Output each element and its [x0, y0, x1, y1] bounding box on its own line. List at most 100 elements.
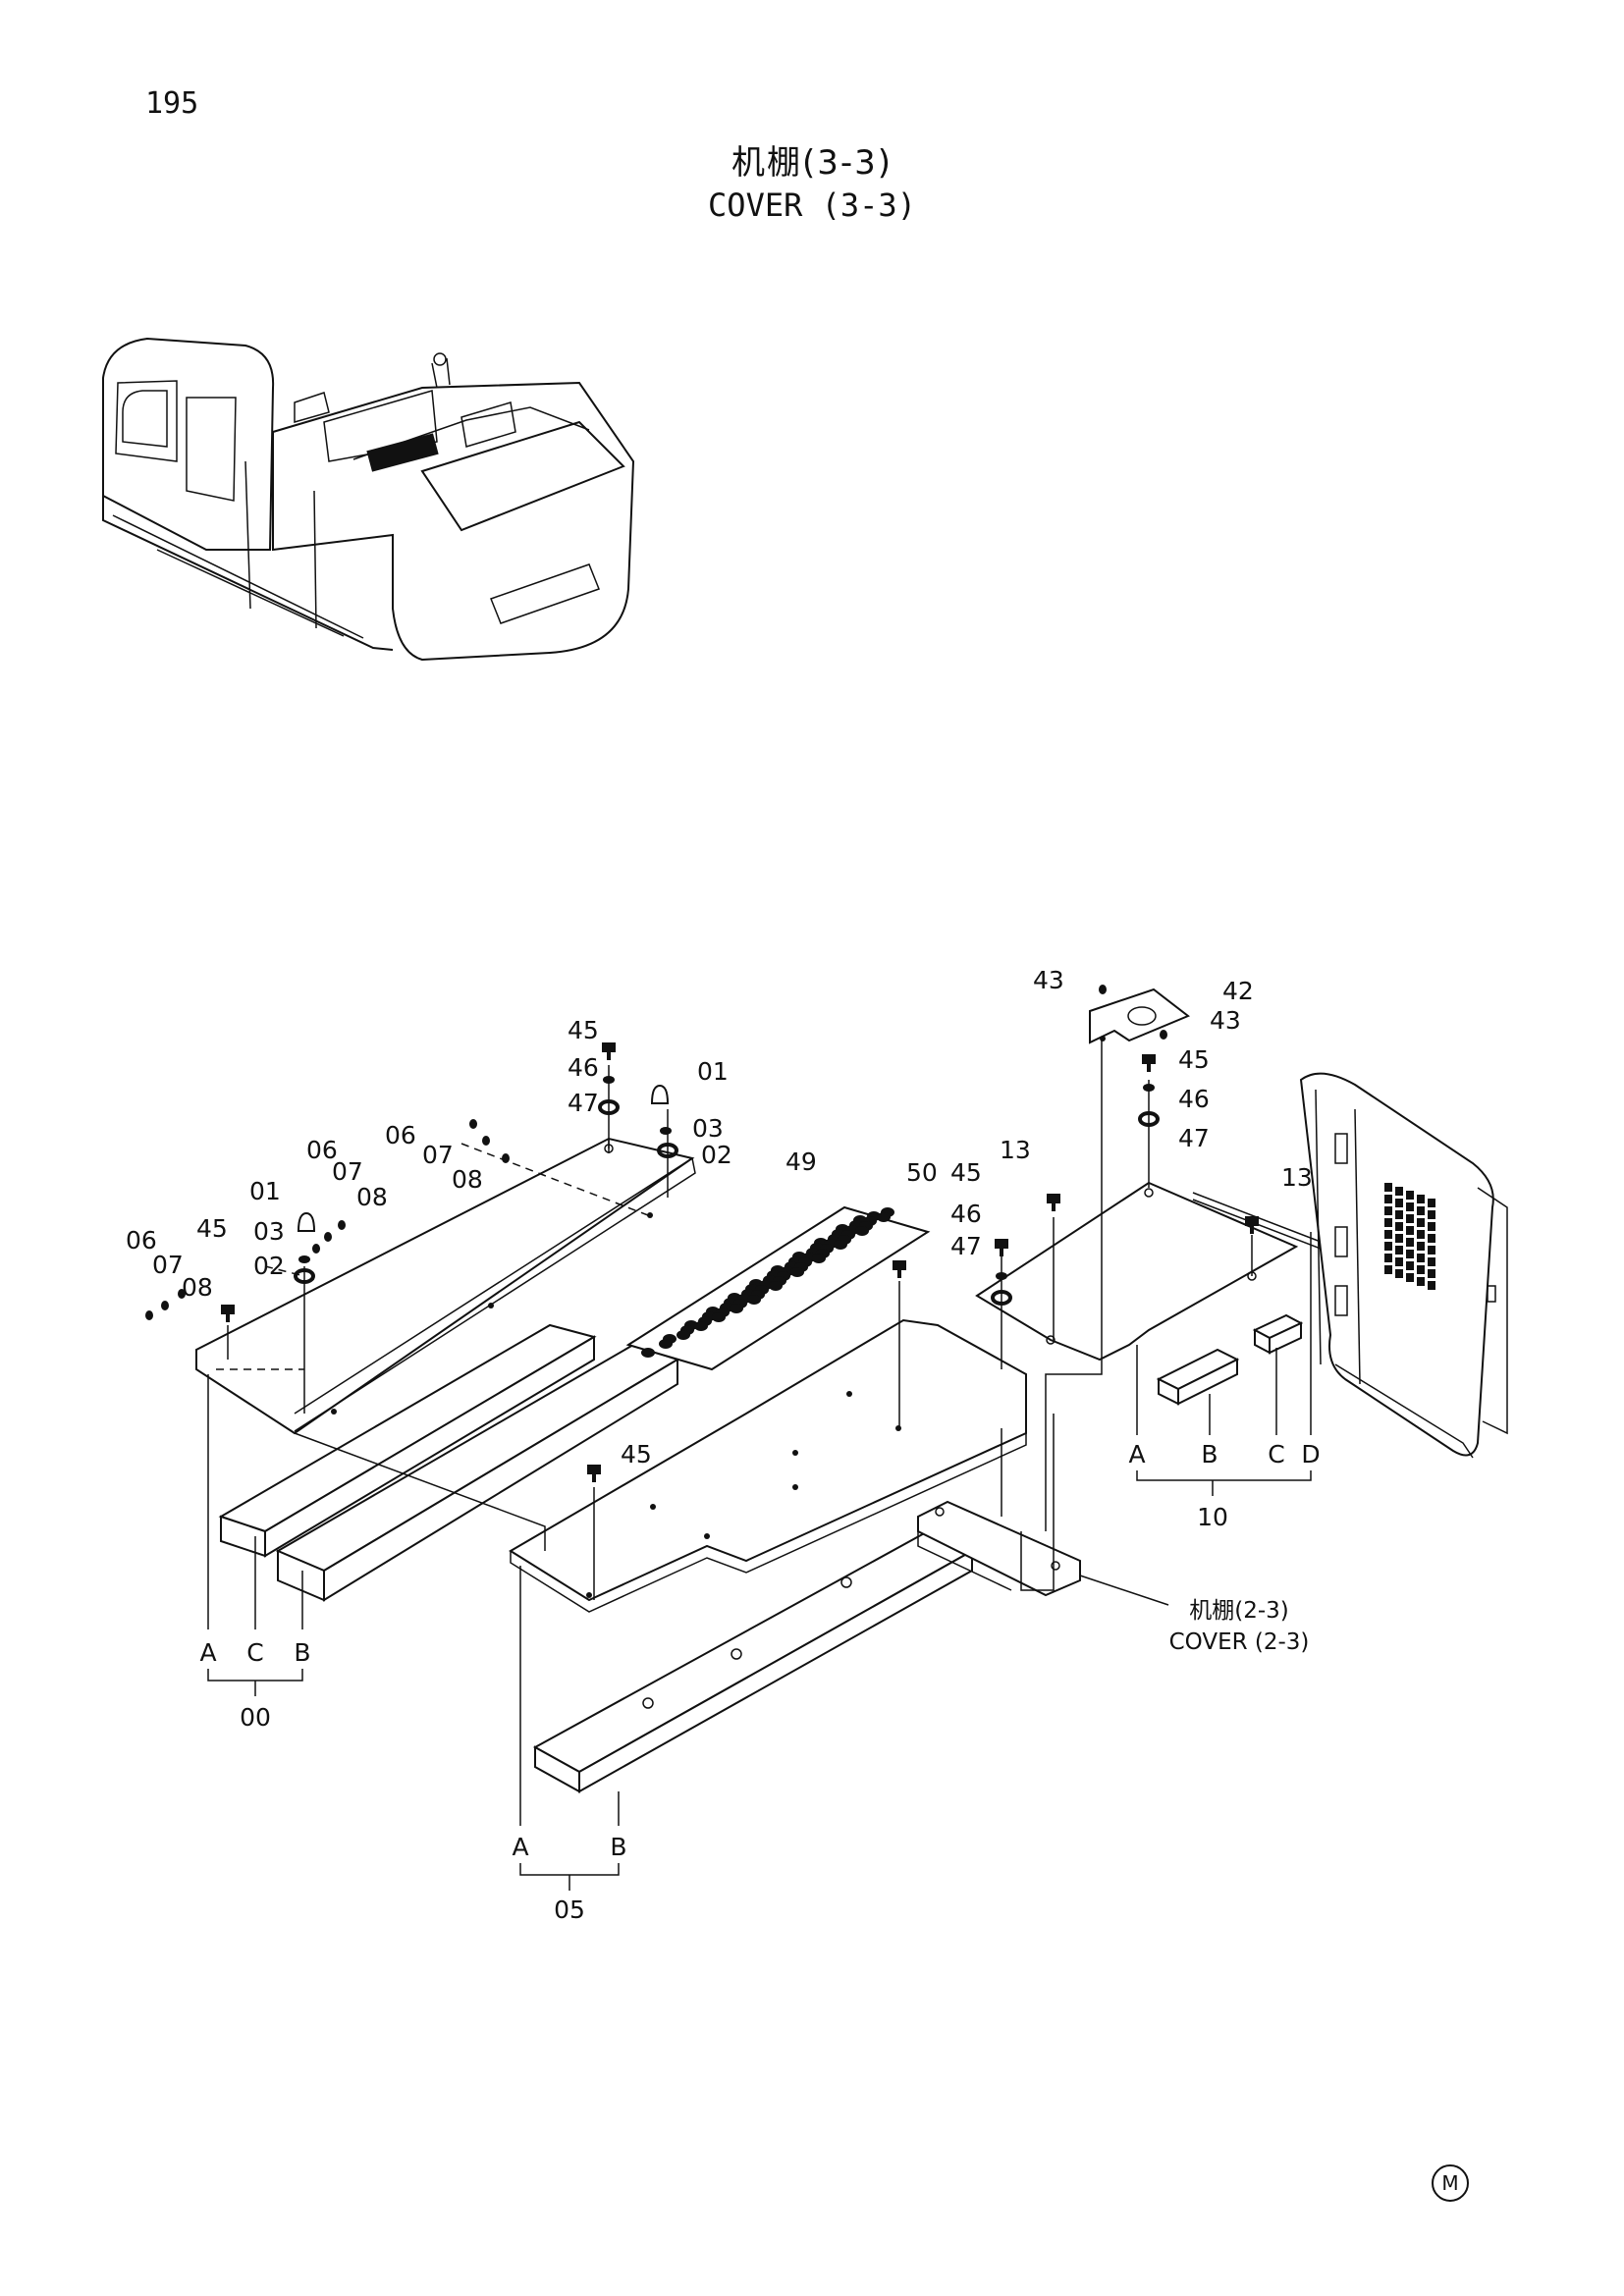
pin-icon: [324, 1232, 332, 1242]
callout-label: 08: [356, 1183, 388, 1211]
cap-icon: [297, 1211, 316, 1232]
mat-hole-icon: [769, 1281, 783, 1291]
mat-hole-icon: [641, 1348, 655, 1358]
perforated-floor-mat: [625, 1205, 931, 1371]
side-radiator-panel: [1299, 1072, 1508, 1459]
callout-label: 49: [785, 1148, 817, 1176]
callout-label: 45: [196, 1214, 228, 1243]
group-05-letter-b: B: [610, 1833, 626, 1861]
grille-cell-icon: [1417, 1218, 1425, 1227]
small-foam-blocks: [1156, 1313, 1304, 1406]
callout-label: 06: [385, 1121, 416, 1149]
grille-cell-icon: [1395, 1199, 1403, 1207]
group-00-bracket: A C B 00: [199, 1374, 311, 1732]
pin-icon: [145, 1310, 153, 1320]
callout-label: 03: [253, 1217, 285, 1246]
group-10-letter-c: C: [1268, 1440, 1284, 1468]
callout-label: 45: [568, 1016, 599, 1044]
reference-title-english: COVER (2-3): [1169, 1629, 1310, 1655]
bolt-icon: [221, 1305, 235, 1322]
group-05-bracket: A B 05: [512, 1566, 627, 1924]
callout-label: 01: [249, 1177, 281, 1205]
center-floor-plate: [509, 1318, 1027, 1613]
washer-icon: [298, 1255, 310, 1263]
grille-cell-icon: [1406, 1238, 1414, 1247]
grille-cell-icon: [1384, 1206, 1392, 1215]
callout-label: 01: [697, 1057, 729, 1086]
grille-cell-icon: [1428, 1246, 1435, 1255]
corner-bracket: [917, 1500, 1081, 1597]
hood-grille-graphic: [366, 433, 439, 472]
grille-cell-icon: [1395, 1246, 1403, 1255]
grille-cell-icon: [1428, 1222, 1435, 1231]
group-10-bracket: A B C D 10: [1128, 1232, 1321, 1531]
callout-label: 02: [253, 1252, 285, 1280]
callout-label: 45: [621, 1440, 652, 1468]
bolt-icon: [893, 1260, 906, 1278]
mat-hole-icon: [659, 1339, 673, 1349]
group-10-letter-d: D: [1301, 1440, 1320, 1468]
mat-hole-icon: [877, 1212, 891, 1222]
mat-hole-icon: [730, 1304, 743, 1313]
grille-cell-icon: [1417, 1254, 1425, 1262]
grille-cell-icon: [1406, 1214, 1414, 1223]
grille-cell-icon: [1417, 1195, 1425, 1203]
grille-cell-icon: [1406, 1226, 1414, 1235]
grille-cell-icon: [1384, 1218, 1392, 1227]
callout-labels: 4546470103020607080607080103020607084549…: [126, 966, 1313, 1468]
callout-label: 42: [1222, 977, 1254, 1005]
pin-icon: [338, 1220, 346, 1230]
group-00-letter-c: C: [246, 1638, 263, 1667]
bolt-icon: [602, 1042, 616, 1060]
bolt-icon: [995, 1239, 1008, 1256]
grille-cell-icon: [1417, 1206, 1425, 1215]
grille-cell-icon: [1428, 1269, 1435, 1278]
callout-label: 47: [568, 1089, 599, 1117]
pin-icon: [161, 1301, 169, 1310]
bolt-icon: [1245, 1216, 1259, 1234]
group-00-letter-b: B: [294, 1638, 310, 1667]
callout-label: 08: [452, 1165, 483, 1194]
grille-cell-icon: [1406, 1261, 1414, 1270]
callout-label: 47: [1178, 1124, 1210, 1152]
grille-cell-icon: [1428, 1210, 1435, 1219]
manufacturer-mark-icon: M: [1432, 2164, 1469, 2202]
grille-cell-icon: [1406, 1202, 1414, 1211]
callout-label: 08: [182, 1273, 213, 1302]
pin-icon: [178, 1289, 186, 1299]
callout-label: 06: [306, 1136, 338, 1164]
pin-icon: [469, 1119, 477, 1129]
callout-label: 47: [950, 1232, 982, 1260]
grille-cell-icon: [1417, 1242, 1425, 1251]
pin-icon: [482, 1136, 490, 1146]
grille-cell-icon: [1406, 1250, 1414, 1258]
grille-cell-icon: [1428, 1257, 1435, 1266]
bolt-icon: [587, 1465, 601, 1482]
mat-hole-icon: [694, 1321, 708, 1331]
bolt-icon: [1047, 1194, 1060, 1211]
callout-label: 13: [1281, 1163, 1313, 1192]
callout-label: 07: [152, 1251, 184, 1279]
grille-cell-icon: [1395, 1210, 1403, 1219]
grille-cell-icon: [1417, 1277, 1425, 1286]
callout-label: 07: [332, 1157, 363, 1186]
mat-hole-icon: [855, 1226, 869, 1236]
group-10-letter-b: B: [1201, 1440, 1218, 1468]
callout-label: 45: [1178, 1045, 1210, 1074]
pin-icon: [312, 1244, 320, 1254]
callout-label: 06: [126, 1226, 157, 1255]
grille-cell-icon: [1428, 1199, 1435, 1207]
reference-title-chinese: 机棚(2-3): [1189, 1598, 1289, 1624]
callout-label: 50: [906, 1158, 938, 1187]
mat-hole-icon: [790, 1267, 804, 1277]
grille-cell-icon: [1406, 1273, 1414, 1282]
group-00-letter-a: A: [199, 1638, 216, 1667]
grille-cell-icon: [1417, 1265, 1425, 1274]
grille-cell-icon: [1406, 1191, 1414, 1200]
right-cover-plate: [975, 1181, 1322, 1362]
mat-hole-icon: [834, 1240, 847, 1250]
callout-label: 43: [1033, 966, 1064, 994]
callout-label: 02: [701, 1141, 732, 1169]
mat-hole-icon: [677, 1330, 690, 1340]
